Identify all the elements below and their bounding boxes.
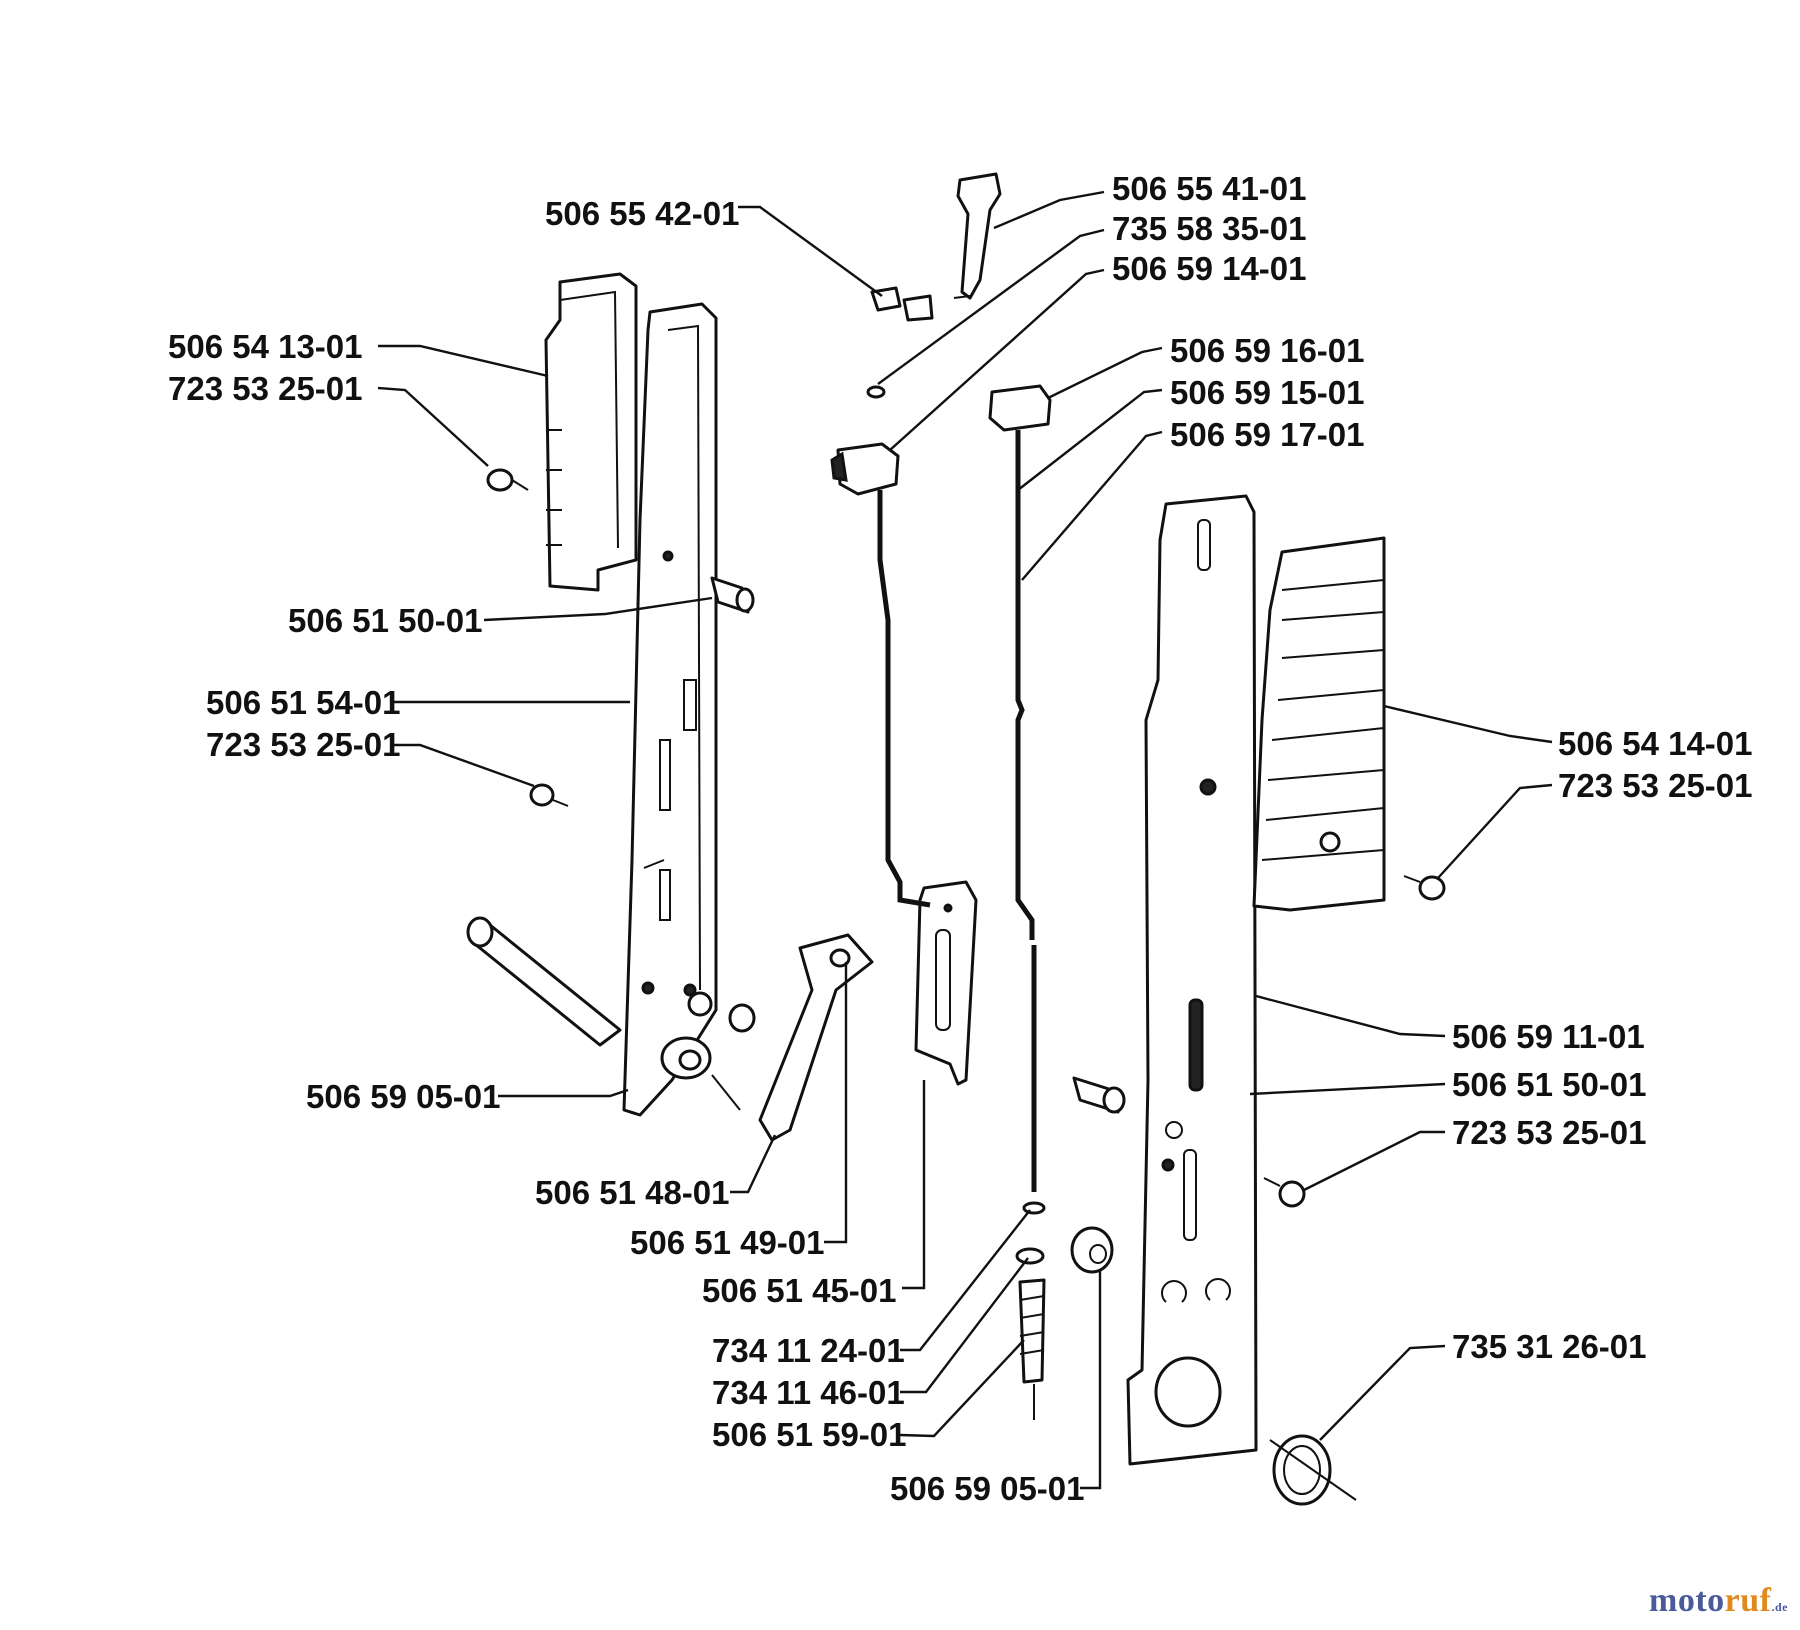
part-label-735-31-26-01: 735 31 26-01	[1452, 1328, 1647, 1365]
part-label-506-51-50-01-a: 506 51 50-01	[288, 602, 483, 639]
part-number-labels: 506 55 42-01 506 55 41-01 735 58 35-01 5…	[168, 170, 1753, 1507]
motoruf-watermark: motoruf.de	[1649, 1582, 1788, 1620]
part-label-723-53-25-01-c: 723 53 25-01	[1558, 767, 1753, 804]
left-cover-part	[544, 272, 638, 592]
leader-lines	[377, 190, 1553, 1490]
spring-stack-part	[1015, 1201, 1046, 1420]
part-label-506-59-11-01: 506 59 11-01	[1452, 1018, 1645, 1055]
part-label-734-11-24-01: 734 11 24-01	[712, 1332, 905, 1369]
part-label-506-51-54-01: 506 51 54-01	[206, 684, 401, 721]
screw-right-lower-part	[1263, 1177, 1306, 1208]
top-clip-part	[870, 172, 1002, 322]
part-label-506-59-15-01: 506 59 15-01	[1170, 374, 1365, 411]
watermark-part-a: moto	[1649, 1582, 1725, 1619]
part-label-506-55-42-01: 506 55 42-01	[545, 195, 740, 232]
part-label-723-53-25-01-b: 723 53 25-01	[206, 726, 401, 763]
linkage-rod-left-part	[830, 385, 931, 908]
watermark-part-b: ruf	[1724, 1582, 1772, 1619]
linkage-rod-center-part	[988, 384, 1052, 1192]
lever-part	[758, 933, 874, 1142]
part-label-506-51-49-01: 506 51 49-01	[630, 1224, 825, 1261]
left-rail-part	[622, 302, 718, 1117]
slider-plate-part	[914, 880, 978, 1086]
part-label-506-51-48-01: 506 51 48-01	[535, 1174, 730, 1211]
part-label-723-53-25-01-a: 723 53 25-01	[168, 370, 363, 407]
part-label-734-11-46-01: 734 11 46-01	[712, 1374, 905, 1411]
part-label-506-51-50-01-b: 506 51 50-01	[1452, 1066, 1647, 1103]
screw-upper-left-part	[486, 468, 529, 492]
roller-lower-part	[1070, 1226, 1114, 1274]
bushing-left-part	[710, 576, 755, 614]
part-label-506-59-14-01: 506 59 14-01	[1112, 250, 1307, 287]
right-rail-part	[1126, 494, 1258, 1466]
part-label-723-53-25-01-d: 723 53 25-01	[1452, 1114, 1647, 1151]
screw-middle-left-part	[529, 783, 569, 807]
clip-ring-part	[1269, 1434, 1357, 1506]
screw-right-upper-part	[1403, 875, 1446, 901]
part-label-506-51-45-01: 506 51 45-01	[702, 1272, 897, 1309]
part-label-506-51-59-01: 506 51 59-01	[712, 1416, 907, 1453]
part-label-506-59-16-01: 506 59 16-01	[1170, 332, 1365, 369]
right-cover-part	[1252, 536, 1386, 912]
part-label-735-58-35-01: 735 58 35-01	[1112, 210, 1307, 247]
part-label-506-54-14-01: 506 54 14-01	[1558, 725, 1753, 762]
part-label-506-59-05-01-a: 506 59 05-01	[306, 1078, 501, 1115]
part-label-506-55-41-01: 506 55 41-01	[1112, 170, 1307, 207]
part-label-506-54-13-01: 506 54 13-01	[168, 328, 363, 365]
part-label-506-59-05-01-b: 506 59 05-01	[890, 1470, 1085, 1507]
bushing-right-part	[1072, 1076, 1126, 1114]
part-label-506-59-17-01: 506 59 17-01	[1170, 416, 1365, 453]
watermark-tld: .de	[1771, 1600, 1788, 1614]
roller-shaft-part	[466, 916, 756, 1111]
